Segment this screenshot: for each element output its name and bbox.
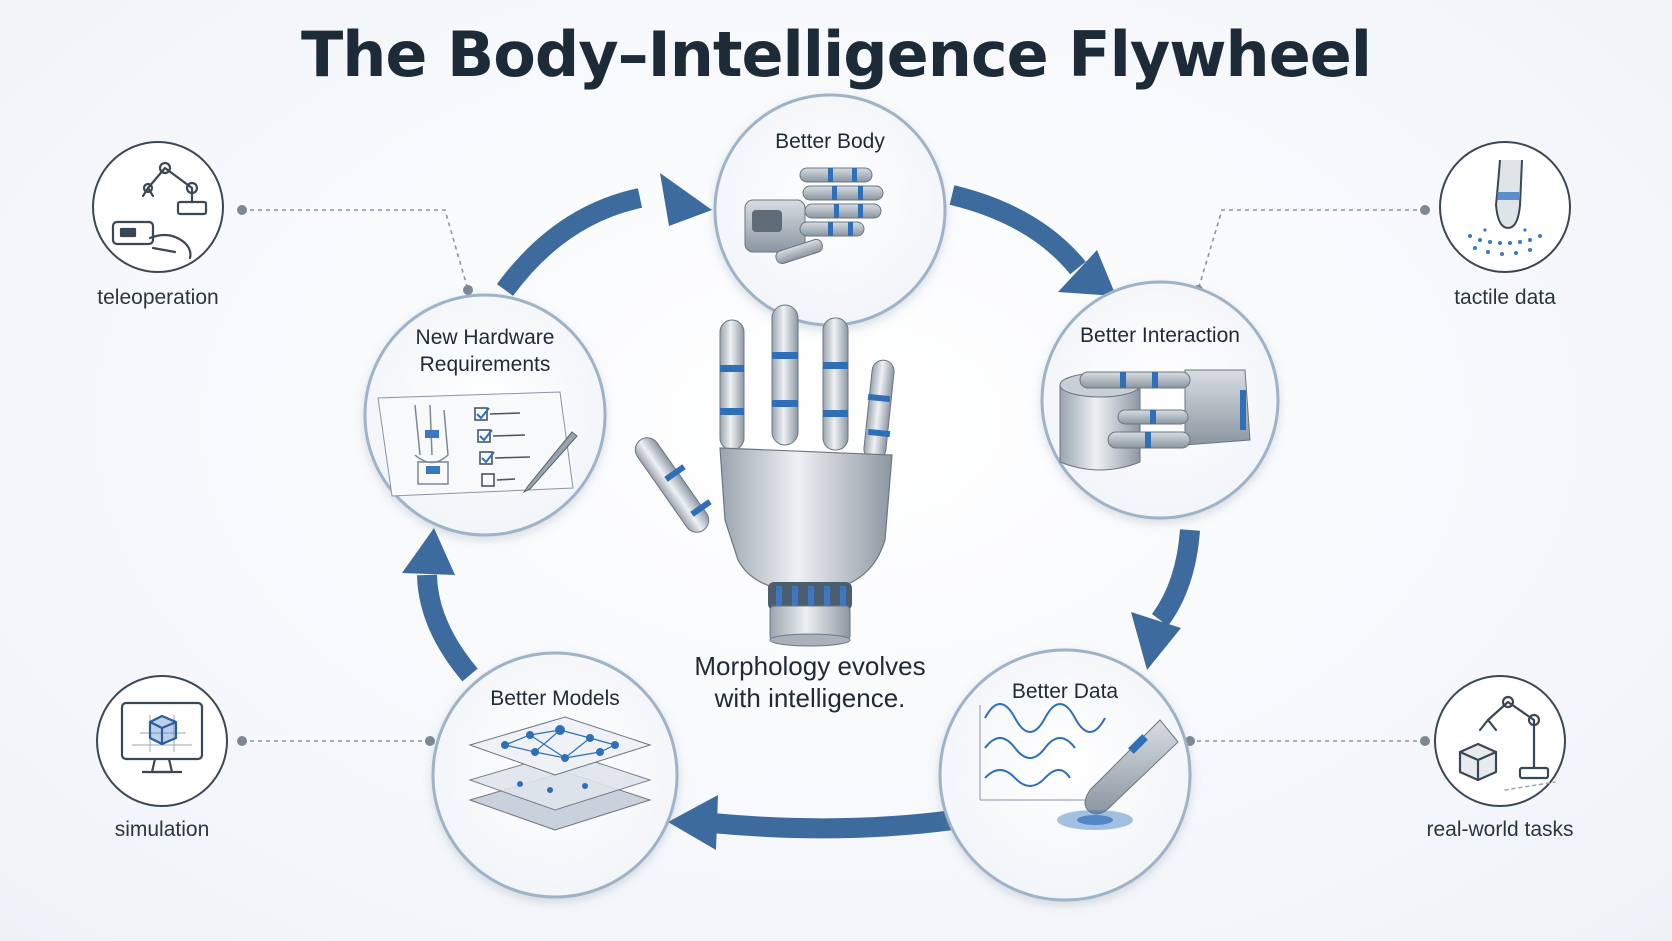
- node-label-new-hardware-line2: Requirements: [419, 353, 551, 376]
- node-label-better-interaction: Better Interaction: [1080, 324, 1240, 347]
- arrowhead-data: [1131, 612, 1181, 670]
- center-caption-line2: with intelligence.: [714, 683, 906, 713]
- arrow-hardware-to-body: [496, 188, 643, 296]
- teleoperation-circle: [92, 141, 224, 273]
- robot-hand-grasping-cup-icon: [1059, 369, 1251, 471]
- node-label-better-data: Better Data: [1011, 680, 1119, 703]
- label-teleoperation: teleoperation: [97, 286, 219, 309]
- arrowhead-interaction: [1058, 250, 1116, 296]
- flywheel-arrows: [417, 185, 1200, 839]
- arrowhead-models: [668, 795, 718, 850]
- robot-arm-with-controller-icon: [111, 161, 208, 260]
- label-simulation: simulation: [114, 818, 210, 841]
- arrowhead-body: [660, 173, 712, 226]
- center-caption-line1: Morphology evolves: [694, 651, 926, 681]
- arrow-body-to-interaction: [949, 185, 1086, 275]
- arrow-interaction-to-data: [1151, 529, 1200, 626]
- node-label-better-body: Better Body: [775, 130, 885, 153]
- center-caption: Morphology evolves with intelligence.: [660, 650, 960, 714]
- arrowhead-hardware: [402, 528, 455, 575]
- real-world-tasks-circle: [1434, 675, 1566, 807]
- node-label-new-hardware-line1: New Hardware: [415, 326, 555, 349]
- arrow-data-to-models: [711, 810, 955, 839]
- node-label-better-models: Better Models: [490, 687, 620, 710]
- label-real-world-tasks: real-world tasks: [1426, 818, 1574, 841]
- monitor-3d-cube-icon: [120, 701, 204, 774]
- blueprint-checklist-icon: [377, 391, 578, 497]
- robotic-hand-icon: [634, 304, 895, 647]
- fingertip-signal-waves-icon: [979, 703, 1179, 830]
- arrow-models-to-hardware: [417, 574, 478, 682]
- node-label-new-hardware: New Hardware Requirements: [385, 324, 585, 378]
- label-tactile-data: tactile data: [1454, 286, 1556, 309]
- robotic-hand-fingers-icon: [744, 167, 884, 265]
- arrow-heads: [402, 173, 1181, 850]
- fingertip-touch-icon: [1468, 159, 1542, 256]
- neural-network-layers-icon: [468, 716, 652, 831]
- node-better-data: [938, 648, 1192, 902]
- robot-arm-with-box-icon: [1458, 695, 1556, 791]
- page-title: The Body–Intelligence Flywheel: [300, 18, 1372, 91]
- dashed-connectors: [242, 209, 1425, 742]
